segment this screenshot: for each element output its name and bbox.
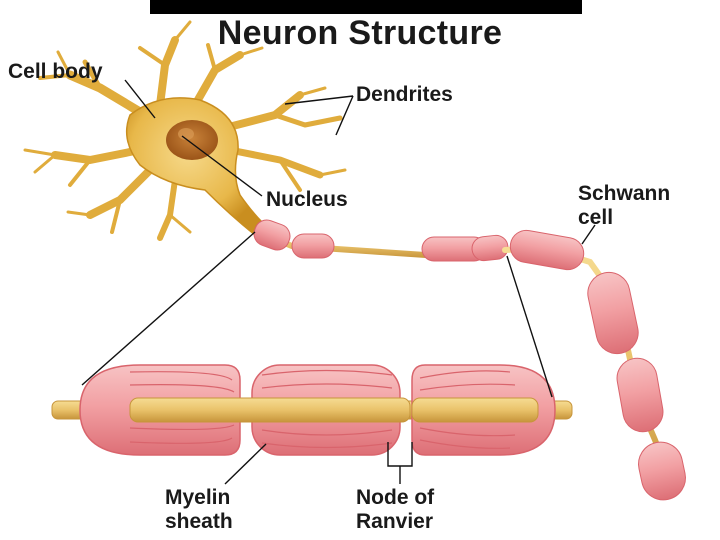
- myelin-sheath-label-line1: Myelin: [165, 486, 230, 509]
- dendrites-label: Dendrites: [356, 83, 453, 106]
- myelin-sheath-label-line2: sheath: [165, 510, 233, 533]
- descending-axon: [505, 228, 690, 504]
- cell-body-label: Cell body: [8, 60, 103, 83]
- schwann-cell-label-line2: cell: [578, 206, 613, 229]
- nucleus-label: Nucleus: [266, 188, 348, 211]
- nucleus-shape: [166, 120, 218, 160]
- schwann-cell-label-line1: Schwann: [578, 182, 670, 205]
- enlarged-axon-section: [52, 365, 572, 455]
- node-of-ranvier-label-line1: Node of: [356, 486, 434, 509]
- zoom-line-left: [82, 232, 255, 385]
- node-of-ranvier-label-line2: Ranvier: [356, 510, 433, 533]
- upper-axon: [251, 217, 510, 262]
- cell-body-shape: [127, 98, 262, 235]
